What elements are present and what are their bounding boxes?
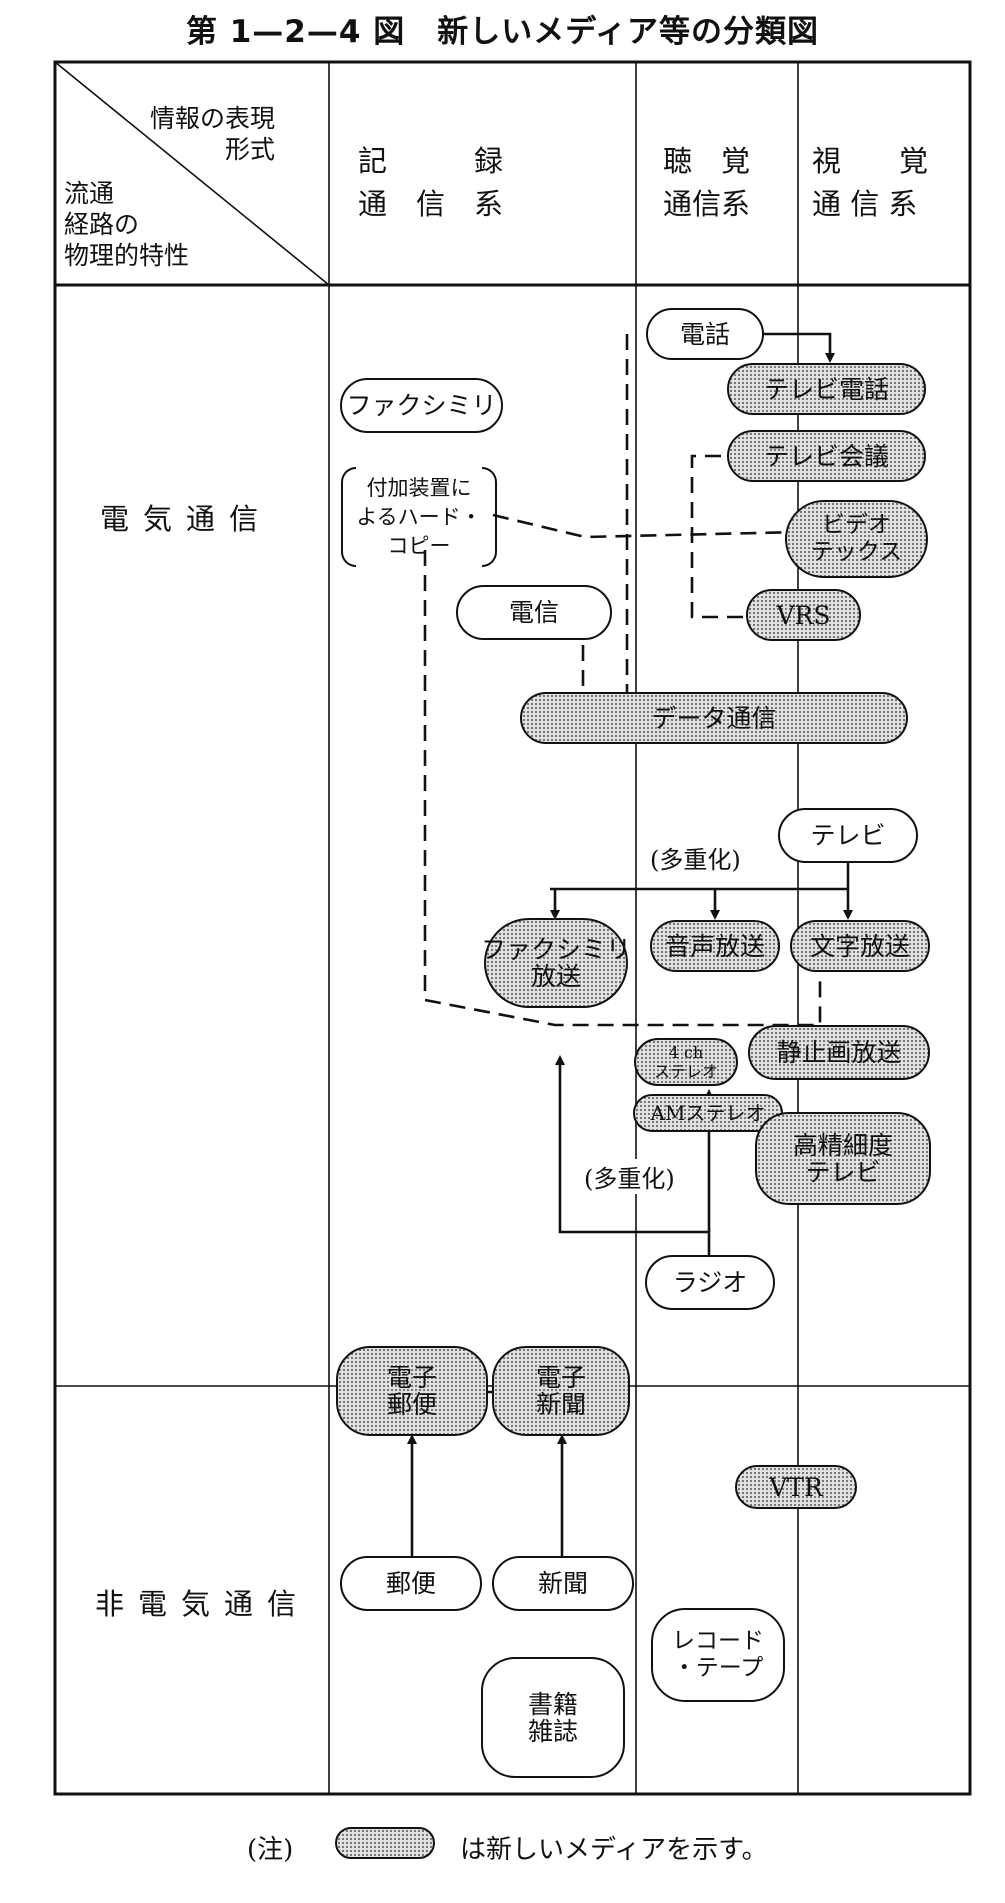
row-label-electric: 電気通信 <box>100 502 273 536</box>
column-header-audio: 聴 覚 通信系 <box>663 144 751 221</box>
column-header-visual: 視 覚 通 信 系 <box>812 144 929 221</box>
legend-new-media-swatch <box>335 1827 435 1859</box>
legend-prefix: (注) <box>247 1835 294 1865</box>
node-denwa: 電話 <box>646 308 764 360</box>
node-denshi-yubin: 電子 郵便 <box>336 1346 488 1436</box>
node-terebi-kaigi: テレビ会議 <box>727 430 926 482</box>
node-videotex: ビデオ テックス <box>785 500 928 578</box>
node-terebi-denwa: テレビ電話 <box>727 363 926 415</box>
node-record-tape: レコード ・テープ <box>651 1608 785 1702</box>
node-terebi: テレビ <box>778 808 918 863</box>
node-denshin: 電信 <box>456 585 612 640</box>
node-fax: ファクシミリ <box>340 378 503 433</box>
corner-header-top: 情報の表現 形式 <box>150 104 276 164</box>
node-radio: ラジオ <box>645 1255 775 1310</box>
node-seishiga-hoso: 静止画放送 <box>748 1025 930 1080</box>
node-shinbun: 新聞 <box>492 1556 634 1611</box>
annotation-multiplex-tv: (多重化) <box>648 840 743 875</box>
legend-text: は新しいメディアを示す。 <box>460 1835 768 1865</box>
dashed-connectors <box>423 334 822 1027</box>
node-data-tsushin: データ通信 <box>520 692 908 744</box>
solid-connectors <box>407 332 853 1556</box>
node-am-stereo: AMステレオ <box>633 1094 783 1132</box>
corner-header-bottom: 流通 経路の 物理的特性 <box>64 179 190 270</box>
node-vrs: VRS <box>746 589 861 641</box>
node-onsei-hoso: 音声放送 <box>650 920 780 972</box>
node-hard-copy: 付加装置に よるハード・ コピー <box>341 465 497 569</box>
annotation-multiplex-radio: (多重化) <box>582 1159 677 1194</box>
figure-title: 第 1—2—4 図 新しいメディア等の分類図 <box>185 14 820 50</box>
node-fax-hoso: ファクシミリ 放送 <box>481 918 631 1008</box>
node-shoseki: 書籍 雑誌 <box>481 1657 625 1778</box>
node-denshi-shinbun: 電子 新聞 <box>492 1346 630 1436</box>
node-stereo-4ch: 4 ch ステレオ <box>634 1038 738 1086</box>
row-label-non-electric: 非電気通信 <box>95 1587 311 1621</box>
node-moji-hoso: 文字放送 <box>790 920 930 972</box>
node-yubin: 郵便 <box>340 1556 482 1611</box>
node-vtr: VTR <box>735 1465 857 1509</box>
node-hd-terebi: 高精細度 テレビ <box>755 1112 931 1205</box>
column-header-record: 記 録 通 信 系 <box>358 144 504 221</box>
